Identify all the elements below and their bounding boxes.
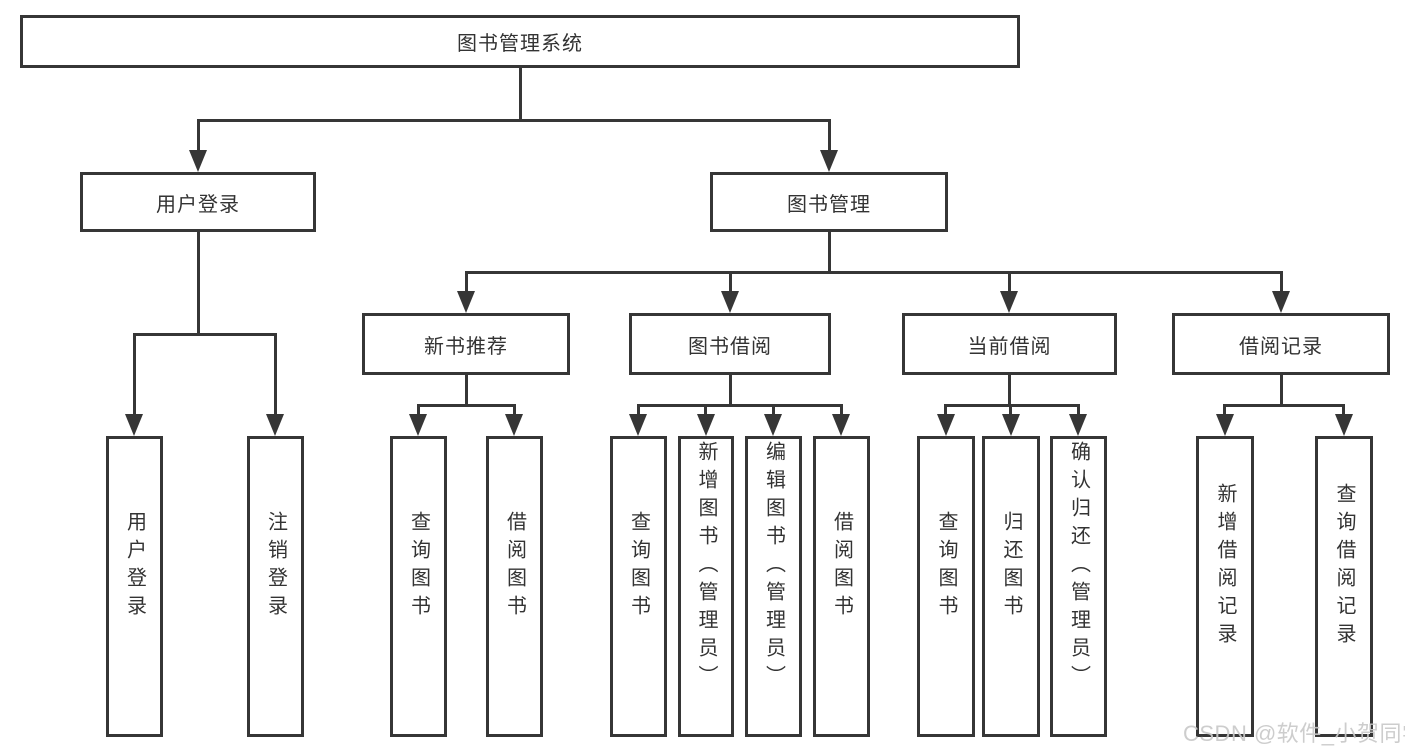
connector-drop	[417, 405, 420, 419]
leaf-add-book-admin: 新增图书（管理员）	[678, 436, 734, 737]
leaf-return-books: 归还图书	[982, 436, 1040, 737]
arrow-down-icon	[721, 291, 739, 313]
leaf-user-login: 用户登录	[106, 436, 163, 737]
connector-new-book-recommend-stem	[465, 375, 468, 405]
leaf-borrow-books-label: 借阅图书	[830, 510, 853, 623]
arrow-down-icon	[189, 150, 207, 172]
node-current-borrow-label: 当前借阅	[967, 335, 1052, 358]
connector-drop	[1342, 405, 1345, 419]
connector-drop	[772, 405, 775, 419]
leaf-confirm-return-admin-label: 确认归还（管理员）	[1067, 440, 1090, 693]
leaf-query-books-recommend-label: 查询图书	[407, 510, 430, 623]
leaf-return-books-label: 归还图书	[1000, 510, 1022, 623]
connector-current-borrow-bus	[944, 404, 1080, 407]
connector-new-book-recommend-bus	[417, 404, 516, 407]
connector-drop	[513, 405, 516, 419]
arrow-down-icon	[937, 414, 955, 436]
connector-drop	[1077, 405, 1080, 419]
leaf-borrow-books: 借阅图书	[813, 436, 870, 737]
leaf-logout-label: 注销登录	[264, 510, 287, 623]
node-borrow-records: 借阅记录	[1172, 313, 1390, 375]
connector-drop-new-book-recommend	[465, 272, 468, 296]
connector-drop-current-borrow	[1008, 272, 1011, 296]
node-new-book-recommend: 新书推荐	[362, 313, 570, 375]
arrow-down-icon	[629, 414, 647, 436]
connector-book-management-stem	[828, 232, 831, 272]
arrow-down-icon	[1069, 414, 1087, 436]
arrow-down-icon	[1002, 414, 1020, 436]
node-book-management-label: 图书管理	[787, 193, 871, 216]
leaf-add-book-admin-label: 新增图书（管理员）	[695, 440, 717, 693]
arrow-down-icon	[1000, 291, 1018, 313]
connector-drop	[944, 405, 947, 419]
arrow-down-icon	[1272, 291, 1290, 313]
connector-root-bus	[197, 119, 831, 122]
connector-drop	[1009, 405, 1012, 419]
connector-drop	[704, 405, 707, 419]
leaf-confirm-return-admin: 确认归还（管理员）	[1050, 436, 1107, 737]
arrow-down-icon	[820, 150, 838, 172]
connector-drop	[637, 405, 640, 419]
connector-drop-leaf-user-login	[133, 334, 136, 418]
node-book-management: 图书管理	[710, 172, 948, 232]
leaf-add-borrow-record-label: 新增借阅记录	[1214, 482, 1236, 651]
connector-borrow-records-stem	[1280, 375, 1283, 405]
arrow-down-icon	[832, 414, 850, 436]
leaf-borrow-books-recommend: 借阅图书	[486, 436, 543, 737]
node-book-borrow: 图书借阅	[629, 313, 831, 375]
arrow-down-icon	[457, 291, 475, 313]
node-root: 图书管理系统	[20, 15, 1020, 68]
leaf-query-borrow-record-label: 查询借阅记录	[1333, 482, 1355, 651]
connector-book-borrow-stem	[729, 375, 732, 405]
leaf-edit-book-admin-label: 编辑图书（管理员）	[762, 440, 785, 693]
leaf-query-borrow-record: 查询借阅记录	[1315, 436, 1373, 737]
arrow-down-icon	[505, 414, 523, 436]
connector-borrow-records-bus	[1223, 404, 1345, 407]
arrow-down-icon	[125, 414, 143, 436]
leaf-edit-book-admin: 编辑图书（管理员）	[745, 436, 802, 737]
arrow-down-icon	[1335, 414, 1353, 436]
node-root-label: 图书管理系统	[457, 33, 583, 55]
arrow-down-icon	[764, 414, 782, 436]
connector-root-stem	[519, 68, 522, 120]
connector-current-borrow-stem	[1008, 375, 1011, 405]
node-new-book-recommend-label: 新书推荐	[424, 335, 508, 358]
connector-user-login-bus	[133, 333, 277, 336]
node-book-borrow-label: 图书借阅	[688, 335, 772, 358]
node-current-borrow: 当前借阅	[902, 313, 1117, 375]
leaf-borrow-books-recommend-label: 借阅图书	[503, 510, 526, 623]
arrow-down-icon	[266, 414, 284, 436]
leaf-query-books-current: 查询图书	[917, 436, 975, 737]
connector-book-management-bus	[465, 271, 1283, 274]
node-borrow-records-label: 借阅记录	[1239, 335, 1323, 358]
connector-user-login-stem	[197, 232, 200, 334]
arrow-down-icon	[409, 414, 427, 436]
leaf-query-books-borrow-label: 查询图书	[627, 510, 650, 623]
connector-book-borrow-bus	[637, 404, 843, 407]
node-user-login: 用户登录	[80, 172, 316, 232]
watermark: CSDN @软件_小贺同学	[1183, 721, 1405, 746]
node-user-login-label: 用户登录	[156, 193, 240, 216]
connector-drop	[840, 405, 843, 419]
leaf-logout: 注销登录	[247, 436, 304, 737]
leaf-query-books-borrow: 查询图书	[610, 436, 667, 737]
connector-drop-user-login	[197, 120, 200, 156]
arrow-down-icon	[1216, 414, 1234, 436]
leaf-add-borrow-record: 新增借阅记录	[1196, 436, 1254, 737]
connector-drop-book-management	[828, 120, 831, 156]
arrow-down-icon	[697, 414, 715, 436]
leaf-query-books-current-label: 查询图书	[935, 510, 957, 623]
leaf-query-books-recommend: 查询图书	[390, 436, 447, 737]
connector-drop-borrow-records	[1280, 272, 1283, 296]
connector-drop-book-borrow	[729, 272, 732, 296]
leaf-user-login-label: 用户登录	[123, 510, 146, 623]
connector-drop	[1223, 405, 1226, 419]
connector-drop-leaf-logout	[274, 334, 277, 418]
